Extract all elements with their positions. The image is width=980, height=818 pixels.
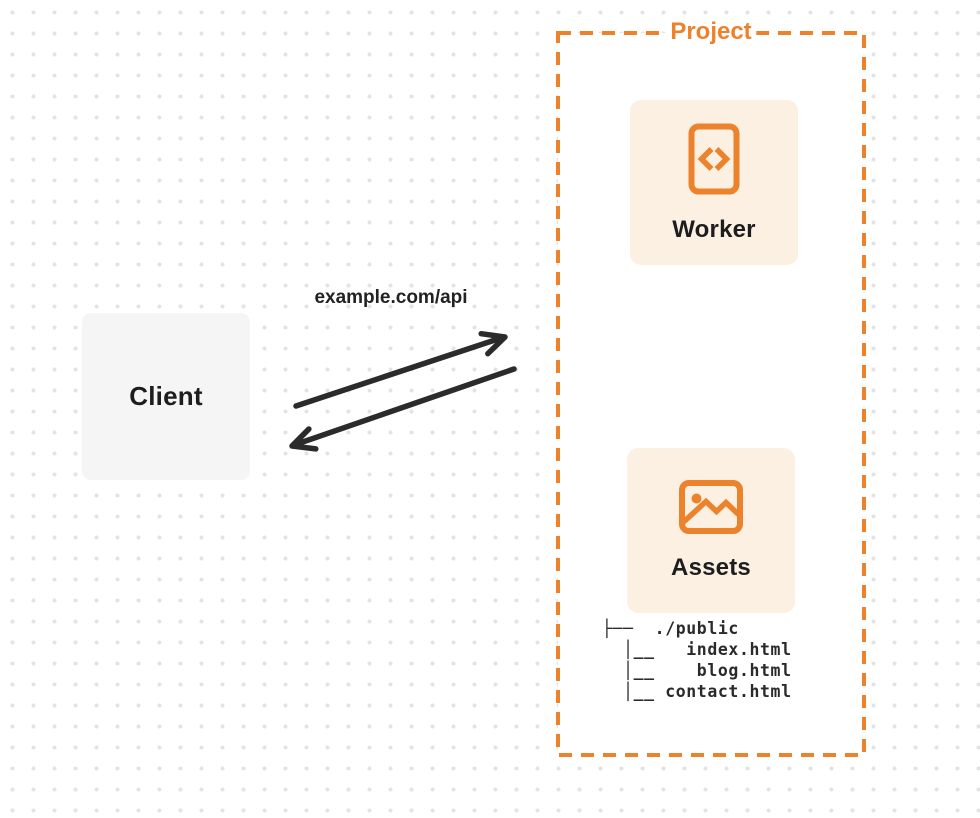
project-group: Project Worker Assets ├── ./public │__ i… xyxy=(556,17,866,757)
client-label: Client xyxy=(129,381,203,411)
request-url-label: example.com/api xyxy=(314,287,468,308)
request-arrow xyxy=(293,330,508,409)
assets-node: Assets xyxy=(627,448,795,613)
worker-label: Worker xyxy=(672,215,756,243)
assets-file-tree: ├── ./public │__ index.html │__ blog.htm… xyxy=(602,619,792,701)
response-arrow xyxy=(289,366,517,452)
worker-node: Worker xyxy=(630,100,798,265)
project-title: Project xyxy=(665,17,757,46)
image-icon xyxy=(679,479,743,534)
assets-label: Assets xyxy=(671,553,751,581)
client-node: Client xyxy=(82,313,250,480)
code-file-icon xyxy=(688,123,740,194)
